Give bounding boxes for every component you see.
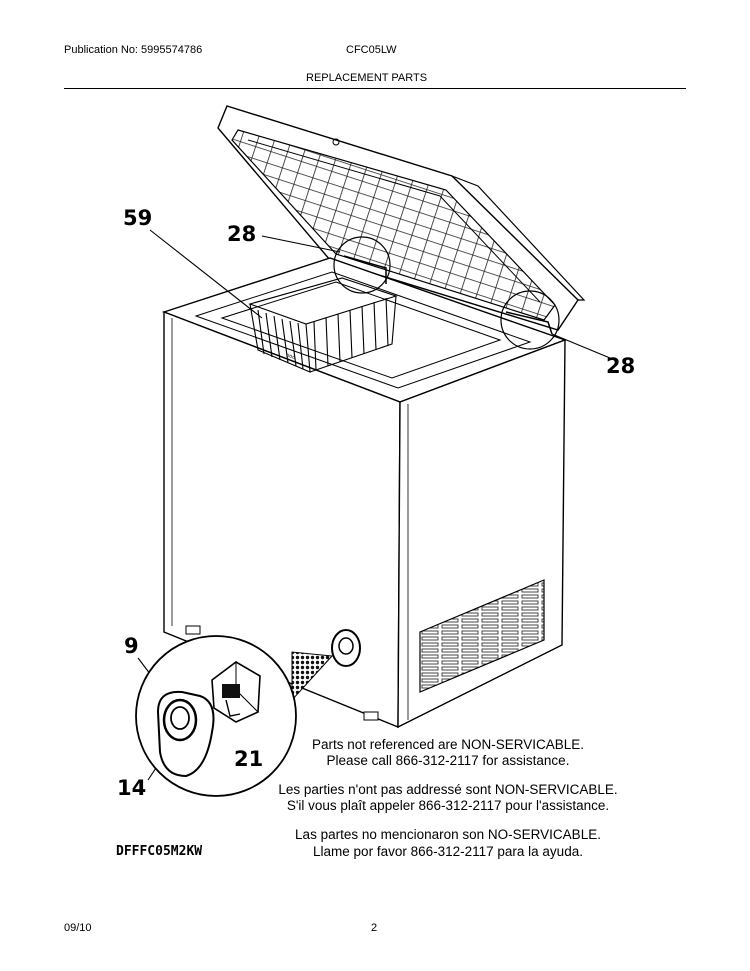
callout-14: 14: [117, 776, 147, 800]
footer-date: 09/10: [64, 922, 92, 934]
wire-basket: [248, 277, 398, 373]
note-english-1: Parts not referenced are NON-SERVICABLE.: [311, 737, 585, 752]
lid: [217, 105, 586, 331]
hinge-left-detail: [333, 236, 391, 294]
publication-number: Publication No: 5995574786: [64, 44, 203, 56]
note-french-1: Les parties n'ont pas addressé sont NON-…: [278, 782, 618, 797]
model-number: CFC05LW: [346, 44, 397, 56]
diagram-model-label: DFFFC05M2KW: [116, 844, 203, 859]
section-title: REPLACEMENT PARTS: [306, 72, 428, 84]
note-spanish-1: Las partes no mencionaron son NO-SERVICA…: [295, 827, 601, 842]
note-spanish-2: Llame por favor 866-312-2117 para la ayu…: [313, 844, 583, 859]
callout-28-right: 28: [606, 354, 636, 378]
callout-9: 9: [124, 634, 139, 658]
zoom-wedge: [291, 651, 334, 702]
callout-28-left: 28: [227, 222, 257, 246]
header-divider: [64, 88, 686, 89]
callout-21: 21: [234, 747, 264, 771]
thermostat-detail: [135, 635, 297, 797]
note-english-2: Please call 866-312-2117 for assistance.: [326, 753, 570, 768]
callout-59: 59: [123, 206, 153, 230]
hinge-right-detail: [500, 290, 560, 350]
svg-text:ooo: ooo: [285, 352, 296, 361]
note-french-2: S'il vous plaît appeler 866-312-2117 pou…: [286, 798, 610, 813]
page-number: 2: [371, 922, 378, 934]
